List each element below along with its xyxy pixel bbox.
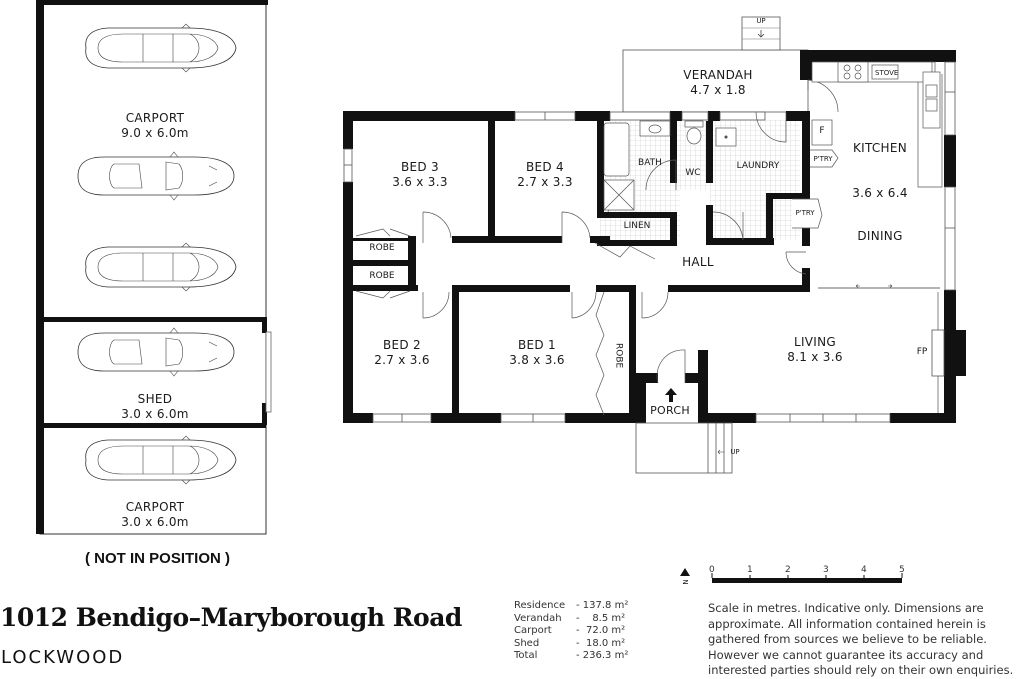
- bath-label: BATH: [638, 158, 662, 168]
- carport-small-size: 3.0 x 6.0m: [121, 515, 189, 529]
- scale-tick-0: 0: [709, 565, 715, 575]
- shed-name: SHED: [137, 392, 173, 406]
- bed1-name: BED 1: [517, 338, 556, 352]
- property-suburb: LOCKWOOD: [1, 647, 125, 668]
- area-value: - 18.0 m²: [576, 637, 626, 649]
- carport-small-name: CARPORT: [125, 500, 185, 514]
- shed-label: SHED 3.0 x 6.0m: [105, 392, 205, 422]
- bed2-name: BED 2: [382, 338, 421, 352]
- svg-text:N: N: [682, 579, 690, 584]
- area-value: - 236.3 m²: [576, 650, 629, 661]
- bed3-size: 3.6 x 3.3: [392, 175, 448, 189]
- kitchen-size: 3.6 x 6.4: [852, 186, 908, 200]
- area-value: - 8.5 m²: [576, 612, 626, 624]
- room-living: LIVING 8.1 x 3.6: [775, 335, 855, 365]
- robe-bed1-label: ROBE: [613, 343, 624, 369]
- front-steps-up-label: UP: [730, 448, 740, 456]
- pantry-upper-label: P'TRY: [813, 155, 833, 163]
- bed4-name: BED 4: [525, 160, 564, 174]
- living-name: LIVING: [793, 335, 837, 349]
- disclaimer-text: Scale in metres. Indicative only. Dimens…: [708, 601, 1014, 677]
- area-label: Carport: [514, 625, 552, 636]
- bed1-size: 3.8 x 3.6: [509, 353, 565, 367]
- floor-plan-drawing: N: [36, 0, 966, 585]
- carport-main-name: CARPORT: [125, 111, 185, 125]
- robe-lower-label: ROBE: [369, 271, 395, 281]
- pantry-lower-label: P'TRY: [795, 209, 815, 217]
- shed-size: 3.0 x 6.0m: [121, 407, 189, 421]
- not-in-position-note: ( NOT IN POSITION ): [85, 550, 230, 567]
- scale-tick-5: 5: [899, 565, 905, 575]
- bed4-size: 2.7 x 3.3: [517, 175, 573, 189]
- rear-steps-up-label: UP: [756, 17, 766, 25]
- area-row: Verandah - 8.5 m²: [514, 613, 636, 626]
- stove-label: STOVE: [875, 69, 899, 77]
- room-verandah: VERANDAH 4.7 x 1.8: [668, 68, 768, 98]
- fridge-label: F: [819, 126, 825, 136]
- area-row: Residence - 137.8 m²: [514, 600, 636, 613]
- area-label: Residence: [514, 600, 566, 611]
- room-bed1: BED 1 3.8 x 3.6: [487, 338, 587, 368]
- verandah-name: VERANDAH: [683, 68, 753, 82]
- area-row: Total - 236.3 m²: [514, 650, 636, 663]
- room-bed4: BED 4 2.7 x 3.3: [495, 160, 595, 190]
- bed2-size: 2.7 x 3.6: [374, 353, 430, 367]
- bed3-name: BED 3: [400, 160, 439, 174]
- room-bed3: BED 3 3.6 x 3.3: [370, 160, 470, 190]
- area-row: Carport - 72.0 m²: [514, 625, 636, 638]
- living-size: 8.1 x 3.6: [787, 350, 843, 364]
- wc-label: WC: [685, 168, 701, 178]
- robe-upper-label: ROBE: [369, 243, 395, 253]
- area-row: Shed - 18.0 m²: [514, 638, 636, 651]
- area-value: - 137.8 m²: [576, 600, 629, 611]
- carport-small-label: CARPORT 3.0 x 6.0m: [105, 500, 205, 530]
- fireplace-label: FP: [916, 347, 928, 357]
- laundry-label: LAUNDRY: [736, 161, 780, 171]
- dining-label: DINING: [857, 229, 903, 243]
- hall-label: HALL: [682, 255, 714, 269]
- carport-main-size: 9.0 x 6.0m: [121, 126, 189, 140]
- kitchen-label: KITCHEN: [852, 141, 908, 155]
- porch-label: PORCH: [650, 404, 690, 417]
- area-summary-table: Residence - 137.8 m² Verandah - 8.5 m² Car…: [514, 600, 636, 663]
- carport-main-label: CARPORT 9.0 x 6.0m: [105, 111, 205, 141]
- property-address: 1012 Bendigo–Maryborough Road: [0, 603, 462, 632]
- area-label: Verandah: [514, 612, 562, 624]
- area-value: - 72.0 m²: [576, 625, 626, 636]
- linen-label: LINEN: [623, 221, 651, 231]
- room-bed2: BED 2 2.7 x 3.6: [352, 338, 452, 368]
- area-label: Total: [514, 650, 538, 661]
- scale-tick-3: 3: [823, 565, 829, 575]
- scale-tick-2: 2: [785, 565, 791, 575]
- area-label: Shed: [514, 637, 540, 649]
- verandah-size: 4.7 x 1.8: [690, 83, 746, 97]
- outbuildings: [36, 0, 272, 535]
- scale-tick-4: 4: [861, 565, 867, 575]
- scale-tick-1: 1: [747, 565, 753, 575]
